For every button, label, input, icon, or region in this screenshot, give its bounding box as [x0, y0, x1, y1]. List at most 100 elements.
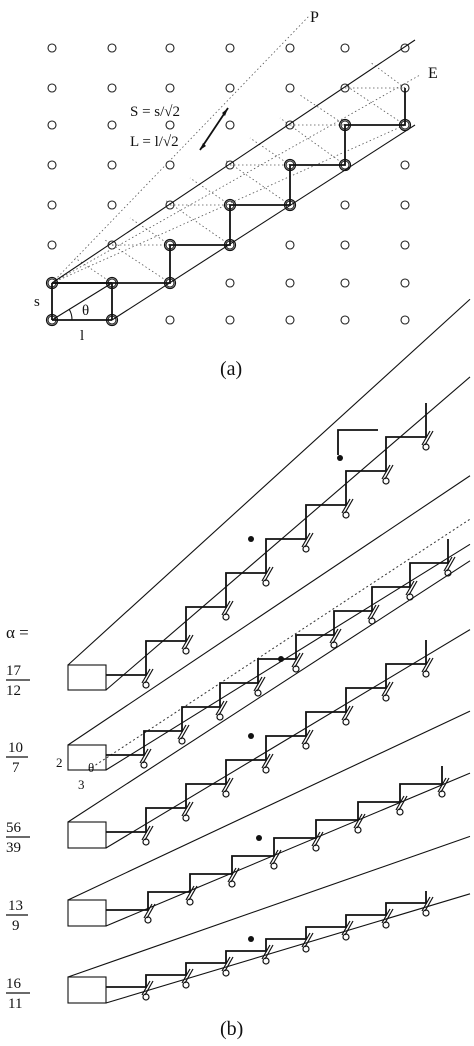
circled-site	[178, 737, 186, 745]
spin-arrow	[264, 753, 274, 769]
inset-label-theta: θ	[88, 760, 94, 775]
fraction-16-11: 16 11	[6, 976, 30, 1012]
direction-line-mid	[51, 124, 406, 284]
circled-site	[105, 276, 119, 290]
spin-arrow	[141, 825, 151, 841]
spin-arrow	[304, 729, 314, 745]
circled-site	[382, 694, 390, 702]
lattice-site	[165, 43, 175, 53]
spin-arrow	[139, 748, 149, 764]
projection-line	[369, 61, 406, 89]
spin-arrow	[381, 908, 391, 924]
projection-line	[104, 239, 171, 284]
circled-site	[338, 158, 352, 172]
fraction-den: 11	[8, 996, 22, 1012]
circled-site	[338, 118, 352, 132]
circled-site	[182, 981, 190, 989]
spin-arrow	[301, 932, 311, 948]
lattice-site	[107, 120, 117, 130]
lattice-site	[340, 278, 350, 288]
spin-arrow	[341, 705, 351, 721]
staircase-strip	[67, 298, 471, 691]
circled-site	[438, 790, 446, 798]
staircase-path	[106, 640, 427, 833]
fraction-num: 56	[6, 820, 22, 836]
lattice-site	[225, 43, 235, 53]
spin-arrow	[384, 681, 394, 697]
alpha-label: α =	[6, 623, 29, 642]
spin-arrow	[146, 903, 156, 919]
strip-start-cell	[67, 744, 107, 771]
fraction-56-39: 56 39	[6, 820, 30, 856]
circled-site	[142, 838, 150, 846]
lattice-site	[47, 240, 57, 250]
filled-site	[248, 733, 254, 739]
circled-site	[396, 808, 404, 816]
spin-arrow	[181, 634, 191, 650]
lattice-site	[340, 240, 350, 250]
lattice-site	[107, 83, 117, 93]
lattice-site	[400, 278, 410, 288]
circled-site	[182, 814, 190, 822]
projection-line	[299, 94, 346, 126]
panel-a: P E S = s/√2 L = l/√2 s l θ (a)	[34, 9, 438, 380]
projection-line	[279, 117, 346, 166]
strip-upper-boundary	[67, 560, 471, 823]
lattice-site	[285, 43, 295, 53]
spin-arrow	[408, 580, 418, 596]
spin-arrow	[177, 724, 187, 740]
fraction-den: 7	[12, 760, 20, 776]
fraction-den: 12	[6, 683, 21, 699]
projection-line	[129, 217, 171, 246]
lattice-site	[47, 83, 57, 93]
circled-site	[142, 993, 150, 1001]
staircase-strip	[67, 835, 471, 1004]
circled-site	[262, 957, 270, 965]
inset-label-3: 3	[78, 777, 85, 792]
circled-site	[292, 665, 300, 673]
spin-arrow	[184, 634, 194, 650]
spin-arrow	[424, 657, 434, 673]
spin-arrow	[269, 849, 279, 865]
circled-site	[223, 198, 237, 212]
staircase-strip	[67, 710, 471, 927]
spin-arrow	[218, 700, 228, 716]
lattice-site	[340, 315, 350, 325]
lattice-site	[285, 278, 295, 288]
lattice-site	[285, 83, 295, 93]
strip-start-cell	[67, 664, 107, 691]
spin-arrow	[144, 980, 154, 996]
label-E: E	[428, 65, 438, 82]
circled-site	[382, 477, 390, 485]
staircase-path	[106, 539, 449, 756]
spin-arrow	[185, 885, 195, 901]
spin-arrow	[184, 968, 194, 984]
spin-arrow	[272, 849, 282, 865]
spin-arrow	[421, 430, 431, 446]
circled-sites	[45, 118, 412, 327]
spin-arrow	[261, 753, 271, 769]
spin-arrow	[367, 604, 377, 620]
circled-site	[254, 689, 262, 697]
spin-arrow	[181, 968, 191, 984]
circled-site	[302, 742, 310, 750]
spin-arrow	[304, 932, 314, 948]
inset-label-2: 2	[56, 755, 63, 770]
strip-start-cell	[67, 899, 107, 927]
spin-arrow	[301, 729, 311, 745]
spin-arrow	[144, 825, 154, 841]
spin-arrow	[395, 795, 405, 811]
lattice-site	[285, 240, 295, 250]
lattice-site	[47, 160, 57, 170]
lattice-site	[225, 278, 235, 288]
staircase-strips	[67, 298, 471, 1004]
spin-arrow	[332, 628, 342, 644]
staircase-path	[106, 766, 443, 911]
circled-site	[330, 641, 338, 649]
projection-line	[74, 257, 113, 284]
caption-b: (b)	[220, 1018, 243, 1040]
spin-arrow	[384, 464, 394, 480]
spin-arrow	[224, 777, 234, 793]
lattice-site	[400, 240, 410, 250]
spin-arrow	[224, 956, 234, 972]
